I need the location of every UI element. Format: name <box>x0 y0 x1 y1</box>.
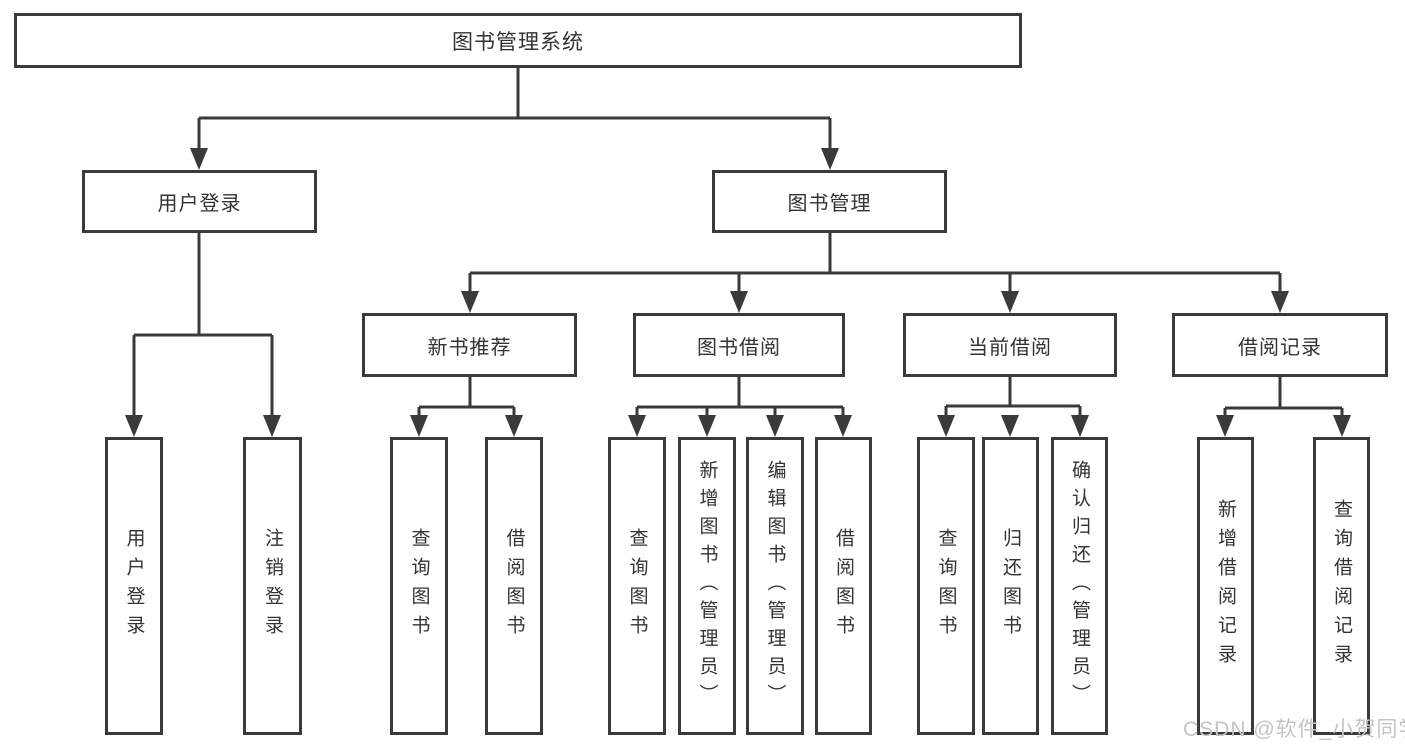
node-borrowing-records: 借阅记录 <box>1172 313 1388 377</box>
leaf-confirm-return-admin: 确认归还（管理员） <box>1051 437 1108 735</box>
leaf-logout-login: 注销登录 <box>243 437 302 735</box>
watermark: CSDN @软件_小贺同学 <box>1183 718 1405 741</box>
leaf-query-borrow-record: 查询借阅记录 <box>1313 437 1370 735</box>
leaf-query-books-borrowing: 查询图书 <box>608 437 666 735</box>
node-book-borrowing: 图书借阅 <box>633 313 845 377</box>
leaf-borrow-books-recommend: 借阅图书 <box>485 437 543 735</box>
arrowheads <box>125 148 1351 437</box>
node-current-borrowing: 当前借阅 <box>903 313 1117 377</box>
leaf-query-books-current: 查询图书 <box>917 437 975 735</box>
node-root: 图书管理系统 <box>14 13 1022 68</box>
leaf-query-books-recommend: 查询图书 <box>390 437 448 735</box>
leaf-user-login: 用户登录 <box>105 437 163 735</box>
node-new-book-recommendation: 新书推荐 <box>362 313 577 377</box>
node-user-login: 用户登录 <box>82 170 317 233</box>
leaf-return-books: 归还图书 <box>982 437 1039 735</box>
node-book-management: 图书管理 <box>712 170 947 233</box>
leaf-add-book-admin: 新增图书（管理员） <box>678 437 736 735</box>
leaf-edit-book-admin: 编辑图书（管理员） <box>746 437 804 735</box>
leaf-add-borrow-record: 新增借阅记录 <box>1197 437 1254 735</box>
leaf-borrow-books-borrowing: 借阅图书 <box>815 437 872 735</box>
